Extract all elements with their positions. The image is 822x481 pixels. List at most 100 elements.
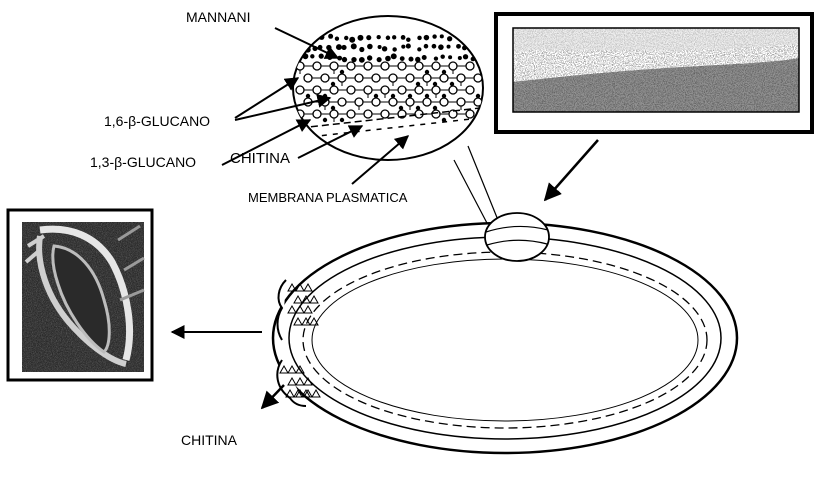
- chitin-mark: [293, 388, 303, 398]
- glucan-dot: [424, 93, 430, 99]
- chitin-marks: [279, 282, 321, 398]
- glucan-unit: [388, 97, 398, 107]
- label-chitina-inset: CHITINA: [230, 150, 290, 167]
- yeast-cell: [271, 212, 739, 455]
- glucan-unit: [439, 97, 449, 107]
- mannan-dot: [405, 43, 411, 49]
- glucan-unit: [363, 61, 373, 71]
- glucan-unit: [329, 85, 339, 95]
- glucan-unit: [431, 109, 441, 119]
- magnifier-leader-2: [453, 159, 489, 226]
- glucan-dot: [339, 117, 345, 123]
- mannan-dot: [381, 46, 388, 52]
- glucan-dot: [407, 93, 413, 99]
- mannan-dot: [350, 43, 357, 50]
- mannan-dot: [385, 55, 391, 62]
- mannan-dot: [302, 35, 308, 41]
- glucan-dot: [475, 93, 481, 99]
- mannan-dot: [344, 35, 349, 41]
- mannan-dot: [423, 34, 430, 41]
- glucan-unit: [431, 61, 441, 71]
- glucan-dot: [398, 105, 404, 111]
- mannan-dot: [400, 35, 406, 40]
- mannan-dot: [471, 35, 477, 41]
- chitin-mark: [287, 282, 297, 292]
- chitin-mark: [303, 282, 313, 292]
- glucan-unit: [303, 73, 313, 83]
- mannan-dot: [392, 35, 397, 40]
- mannan-dot: [302, 53, 309, 60]
- glucan-unit: [422, 73, 432, 83]
- glucan-dot: [424, 69, 430, 75]
- chitin-mark: [287, 364, 297, 374]
- mannan-dot: [401, 44, 406, 49]
- glucan-unit: [295, 85, 305, 95]
- glucan-unit: [431, 85, 441, 95]
- mannan-dot: [376, 34, 381, 40]
- label-membrana-plasmatica: MEMBRANA PLASMATICA: [248, 190, 408, 205]
- chitin-mark: [303, 304, 313, 314]
- label-glucano-1-3: 1,3-β-GLUCANO: [90, 154, 197, 170]
- mannan-dot: [318, 53, 324, 59]
- mannan-dot: [417, 47, 422, 52]
- arrow-glucano16-a: [234, 77, 300, 119]
- mannan-dot: [341, 56, 348, 63]
- mannan-dot: [349, 36, 356, 43]
- glucan-unit: [312, 85, 322, 95]
- glucan-unit: [380, 109, 390, 119]
- mannan-dot: [456, 43, 461, 49]
- mannan-dot: [367, 43, 373, 50]
- mannan-dot: [432, 34, 437, 39]
- chitin-mark: [301, 388, 311, 398]
- mannan-dot: [417, 35, 422, 41]
- glucan-unit: [329, 61, 339, 71]
- chitin-mark: [309, 316, 319, 326]
- glucan-dot: [432, 81, 438, 87]
- mannan-dot: [440, 54, 445, 59]
- mannan-dot: [377, 45, 382, 50]
- arrow-membrana: [351, 135, 410, 185]
- glucan-unit: [456, 73, 466, 83]
- glucan-unit: [320, 73, 330, 83]
- glucan-dot: [339, 69, 345, 75]
- mannan-dot: [423, 43, 429, 49]
- mannan-dot: [357, 34, 364, 41]
- glucan-unit: [312, 61, 322, 71]
- mannan-dot: [408, 56, 414, 62]
- glucan-unit: [405, 73, 415, 83]
- chitin-mark: [303, 376, 313, 386]
- chitin-mark: [295, 304, 305, 314]
- glucan-unit: [422, 97, 432, 107]
- glucan-unit: [405, 97, 415, 107]
- label-glucano-1-6: 1,6-β-GLUCANO: [104, 113, 211, 129]
- glucan-unit: [346, 61, 356, 71]
- wall-sample-circle: [484, 212, 550, 262]
- mannan-dot: [446, 44, 451, 49]
- glucan-unit: [337, 73, 347, 83]
- mannan-dot: [478, 36, 483, 42]
- glucan-unit: [388, 73, 398, 83]
- mannan-dot: [351, 56, 357, 63]
- chitin-mark: [295, 282, 305, 292]
- mannan-dot: [431, 43, 437, 49]
- mannan-dot: [439, 34, 444, 39]
- glucan-unit: [354, 97, 364, 107]
- glucan-unit: [363, 109, 373, 119]
- glucan-dot: [415, 105, 421, 111]
- mannan-dot: [481, 56, 483, 61]
- glucan-unit: [397, 61, 407, 71]
- chitin-mark: [293, 294, 303, 304]
- mannan-dot: [310, 54, 315, 59]
- glucan-dot: [415, 81, 421, 87]
- mannan-dot: [448, 55, 453, 60]
- micrograph-top-right: [494, 12, 814, 134]
- arrow-chitina-bottom: [260, 384, 285, 410]
- glucan-unit: [397, 85, 407, 95]
- glucan-unit: [448, 85, 458, 95]
- glucan-dot: [390, 93, 396, 99]
- glucan-unit: [354, 73, 364, 83]
- chitin-mark: [301, 294, 311, 304]
- mannan-dot: [334, 36, 340, 41]
